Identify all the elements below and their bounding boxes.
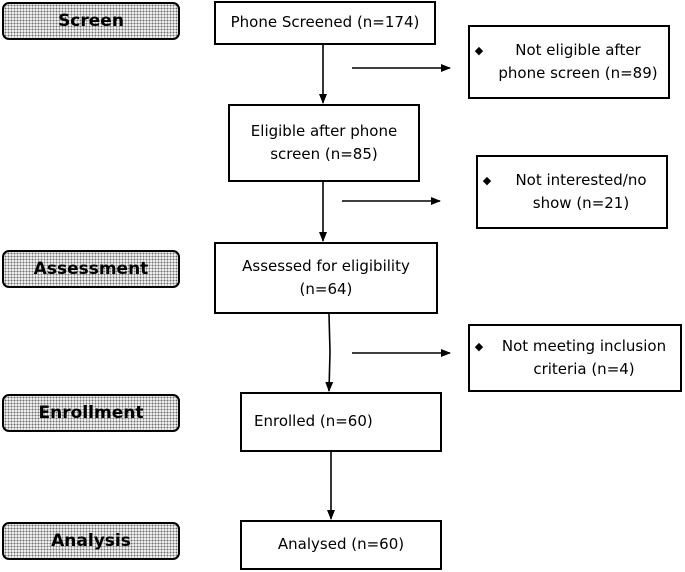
eligible-text-line1: Eligible after phone (250, 121, 398, 140)
not-interested-box: ◆ Not interested/no show (n=21) (476, 155, 668, 229)
assessed-text-line2: (n=64) (299, 280, 353, 298)
not-interested-text-line1: Not interested/no (515, 170, 647, 189)
stage-label-assessment: Assessment (2, 250, 180, 288)
not-meeting-text-line2: criteria (n=4) (533, 360, 635, 378)
eligible-box: Eligible after phone screen (n=85) (228, 104, 420, 182)
analysed-text: Analysed (n=60) (277, 535, 405, 554)
not-meeting-box: ◆ Not meeting inclusion criteria (n=4) (468, 324, 682, 392)
assessed-text-line1: Assessed for eligibility (242, 256, 410, 275)
enrolled-box: Enrolled (n=60) (240, 392, 442, 452)
eligible-text-line2: screen (n=85) (270, 145, 378, 163)
stage-label-screen-text: Screen (58, 11, 124, 31)
arrow-assessed-to-enrolled (325, 313, 334, 392)
stage-label-analysis-text: Analysis (51, 531, 131, 551)
phone-screened-text: Phone Screened (n=174) (230, 13, 420, 32)
stage-label-screen: Screen (2, 2, 180, 40)
stage-label-enrollment-text: Enrollment (38, 403, 144, 423)
not-eligible-text-line2: phone screen (n=89) (498, 64, 658, 82)
assessed-box: Assessed for eligibility (n=64) (214, 242, 438, 314)
stage-label-analysis: Analysis (2, 522, 180, 560)
not-interested-text-line2: show (n=21) (532, 194, 630, 212)
phone-screened-box: Phone Screened (n=174) (214, 1, 436, 45)
diamond-bullet-icon: ◆ (474, 339, 484, 353)
not-eligible-box: ◆ Not eligible after phone screen (n=89) (468, 25, 670, 99)
not-meeting-text-line1: Not meeting inclusion (501, 336, 667, 355)
analysed-box: Analysed (n=60) (240, 520, 442, 570)
stage-label-enrollment: Enrollment (2, 394, 180, 432)
not-eligible-text-line1: Not eligible after (515, 40, 641, 59)
diamond-bullet-icon: ◆ (474, 43, 484, 57)
enrolled-text: Enrolled (n=60) (254, 412, 373, 431)
diamond-bullet-icon: ◆ (482, 173, 492, 187)
stage-label-assessment-text: Assessment (33, 259, 149, 279)
